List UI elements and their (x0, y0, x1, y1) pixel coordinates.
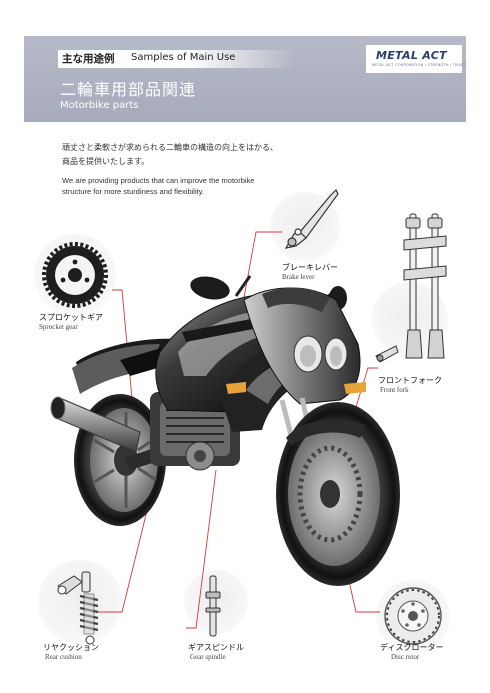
intro-en-line1: We are providing products that can impro… (62, 176, 255, 185)
label-front-fork-jp: フロントフォーク (378, 376, 442, 385)
label-front-fork-en: Front fork (380, 386, 409, 394)
label-disc-rotor-en: Disc rotor (391, 653, 420, 661)
label-sprocket-en: Sprocket gear (39, 323, 78, 331)
gear-spindle-icon (205, 575, 221, 637)
front-wheel (276, 402, 400, 586)
page-title: 二輪車用部品関連 (60, 80, 197, 99)
sprocket-gear-icon (42, 242, 108, 308)
page-subtitle: Motorbike parts (60, 100, 139, 111)
label-gear-spindle-jp: ギアスピンドル (188, 643, 244, 652)
label-brake-lever-en: Brake lever (282, 273, 315, 281)
header-tag-row: 主な用途例 Samples of Main Use (24, 46, 466, 72)
label-disc-rotor-jp: ディスクローター (380, 643, 444, 652)
intro-en: We are providing products that can impro… (62, 175, 322, 197)
intro-jp: 頑丈さと柔軟さが求められる二輪車の構造の向上をはかる、 商品を提供いたします。 (62, 141, 312, 169)
label-rear-cushion-en: Rear cushion (45, 653, 82, 661)
intro-jp-line1: 頑丈さと柔軟さが求められる二輪車の構造の向上をはかる、 (62, 143, 278, 152)
disc-rotor-icon (384, 587, 442, 645)
brand-logo: METAL ACT METAL ACT CORPORATION / STRENG… (366, 45, 465, 73)
exhaust-pipe (50, 396, 141, 453)
intro-en-line2: structure for more sturdiness and flexib… (62, 187, 204, 196)
tag-jp: 主な用途例 (62, 53, 115, 65)
tag-en: Samples of Main Use (131, 52, 236, 63)
front-fairing (226, 287, 366, 405)
header-band: 主な用途例 Samples of Main Use METAL ACT META… (24, 36, 466, 122)
label-gear-spindle-en: Gear spindle (190, 653, 226, 661)
label-brake-lever-jp: ブレーキレバー (282, 263, 338, 272)
intro-jp-line2: 商品を提供いたします。 (62, 157, 150, 166)
front-fork-icon (375, 213, 447, 363)
rear-cushion-icon (57, 571, 99, 645)
brand-tagline: METAL ACT CORPORATION / STRENGTH / TRUST (372, 63, 466, 67)
label-rear-cushion-jp: リヤクッション (43, 643, 99, 652)
brake-lever-icon (284, 188, 339, 249)
tag-strip (58, 50, 294, 68)
label-sprocket-jp: スプロケットギア (39, 313, 103, 322)
brand-name: METAL ACT (376, 49, 447, 62)
